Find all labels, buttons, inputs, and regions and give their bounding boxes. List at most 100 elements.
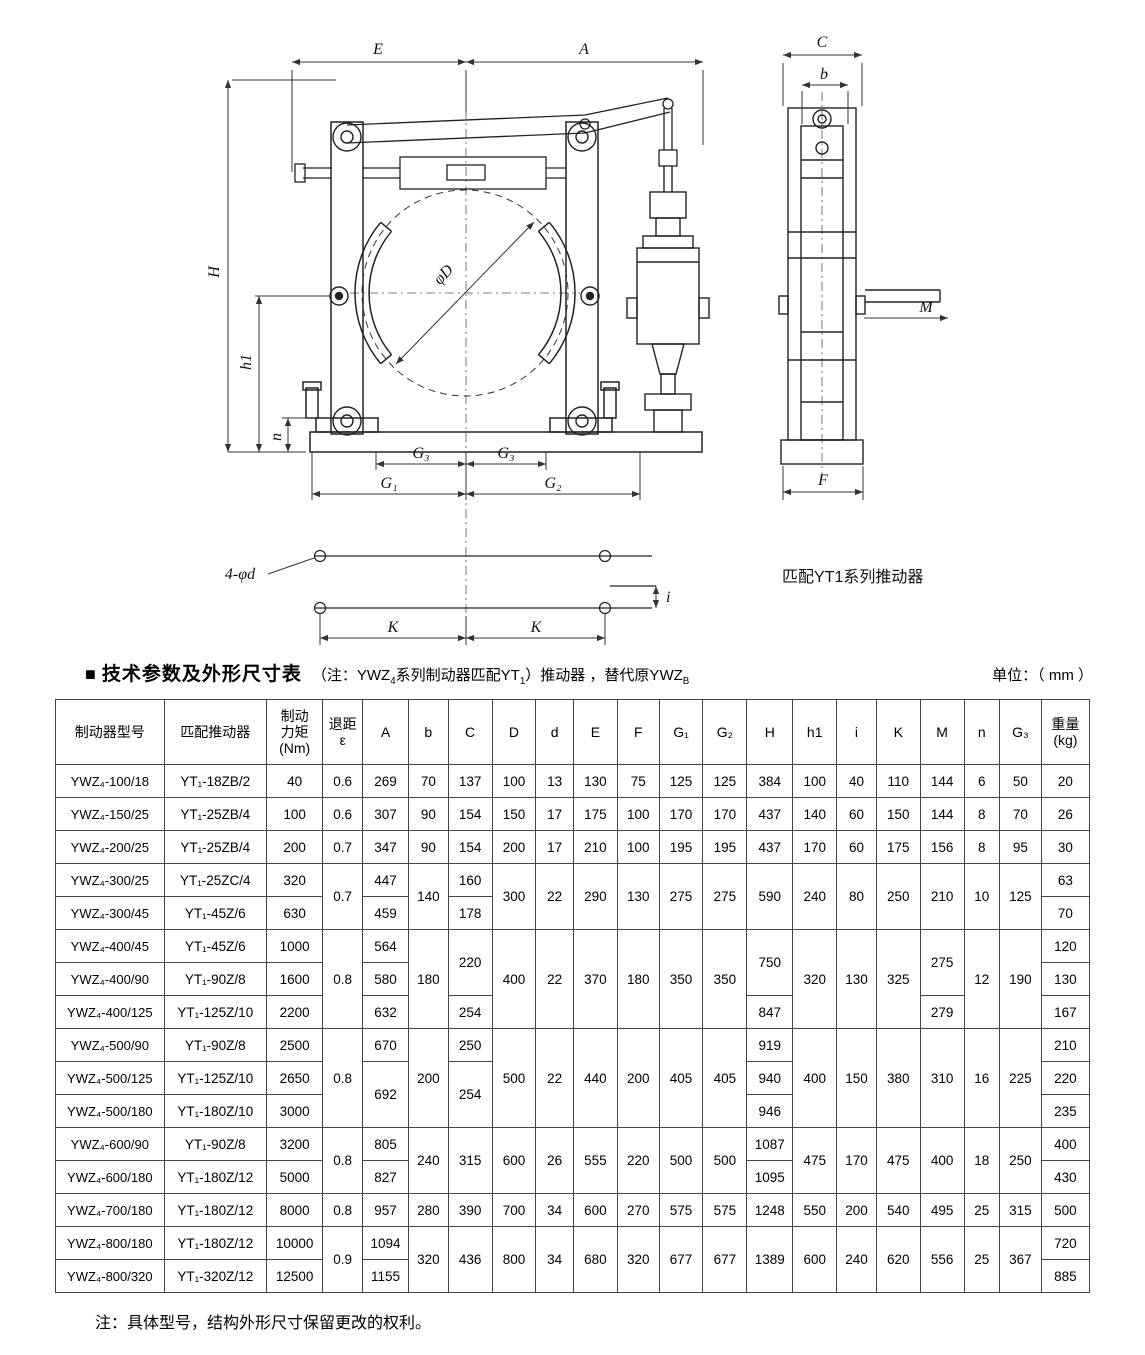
table-cell: 1000: [265, 929, 324, 963]
table-cell: 1094: [362, 1226, 409, 1260]
dim-label-n: n: [268, 433, 285, 441]
dim-label-h: H: [206, 265, 223, 279]
table-cell: 26: [535, 1127, 574, 1194]
dim-label-b: b: [820, 66, 828, 83]
table-cell: 22: [535, 929, 574, 1029]
table-cell: 170: [792, 830, 838, 864]
table-cell: 405: [658, 1028, 704, 1128]
table-cell: 1600: [265, 962, 324, 996]
table-cell: 100: [616, 797, 660, 831]
table-cell: 95: [999, 830, 1042, 864]
table-cell: 8: [963, 830, 1001, 864]
table-cell: 175: [875, 830, 921, 864]
table-cell: 140: [407, 863, 449, 930]
table-cell: 90: [407, 797, 449, 831]
mounting-hole-diagram: 4-φd K K i 匹配YT1系列推动器: [225, 549, 923, 645]
table-cell: 180: [616, 929, 660, 1029]
table-cell: 100: [616, 830, 660, 864]
column-header: b: [407, 699, 449, 765]
table-cell: 200: [265, 830, 324, 864]
table-cell: 25: [963, 1193, 1001, 1227]
table-cell: 475: [875, 1127, 921, 1194]
table-cell: 0.7: [322, 863, 364, 930]
side-dimensions: [782, 51, 948, 500]
table-cell: 250: [447, 1028, 493, 1062]
front-dimensions: [224, 58, 704, 500]
column-header: G₂: [702, 699, 748, 765]
table-cell: 320: [265, 863, 324, 897]
model-cell: YWZ₄-800/320: [55, 1259, 165, 1293]
table-cell: 1248: [746, 1193, 794, 1227]
table-cell: 20: [1040, 764, 1091, 798]
table-cell: 500: [702, 1127, 748, 1194]
table-cell: 154: [447, 797, 493, 831]
model-cell: YWZ₄-150/25: [55, 797, 165, 831]
table-cell: 315: [999, 1193, 1042, 1227]
table-cell: 805: [362, 1127, 409, 1161]
dim-label-e: E: [372, 41, 383, 58]
table-cell: YT₁-25ZB/4: [163, 830, 267, 864]
table-cell: 437: [746, 797, 794, 831]
table-cell: 8000: [265, 1193, 324, 1227]
table-cell: 540: [875, 1193, 921, 1227]
table-cell: 140: [792, 797, 838, 831]
table-cell: 279: [919, 995, 965, 1029]
table-cell: 436: [447, 1226, 493, 1293]
title-square-marker: ■: [85, 664, 96, 684]
table-cell: 390: [447, 1193, 493, 1227]
dim-label-c: C: [817, 34, 828, 51]
table-cell: 130: [572, 764, 618, 798]
table-cell: 575: [702, 1193, 748, 1227]
page-title: 技术参数及外形尺寸表: [101, 664, 302, 685]
dim-label-g3-right: G₃: [497, 445, 514, 462]
footer-note: 注：具体型号，结构外形尺寸保留更改的权利。: [95, 1315, 432, 1332]
column-header: C: [447, 699, 493, 765]
table-cell: 957: [362, 1193, 409, 1227]
note-text: ）推动器 ，替代原YWZ: [525, 667, 683, 684]
table-cell: 1389: [746, 1226, 794, 1293]
table-cell: 459: [362, 896, 409, 930]
column-header: 制动 力矩 (Nm): [265, 699, 324, 765]
holes-count-label: 4-φd: [225, 566, 256, 583]
dim-label-g3-left: G₃: [412, 445, 429, 462]
table-cell: 125: [999, 863, 1042, 930]
table-cell: 40: [265, 764, 324, 798]
table-cell: 1155: [362, 1259, 409, 1293]
table-cell: 63: [1040, 863, 1091, 897]
column-header: h1: [792, 699, 838, 765]
table-cell: YT₁-180Z/10: [163, 1094, 267, 1128]
column-header: M: [919, 699, 965, 765]
table-cell: 190: [999, 929, 1042, 1029]
table-cell: 670: [362, 1028, 409, 1062]
table-cell: 556: [919, 1226, 965, 1293]
table-cell: 60: [836, 830, 877, 864]
table-cell: 240: [836, 1226, 877, 1293]
table-cell: 370: [572, 929, 618, 1029]
dim-label-k-left: K: [387, 619, 400, 636]
table-cell: 350: [702, 929, 748, 1029]
thruster-match-caption: 匹配YT1系列推动器: [782, 568, 923, 586]
table-cell: 70: [407, 764, 449, 798]
table-cell: 210: [572, 830, 618, 864]
table-cell: YT₁-45Z/6: [163, 929, 267, 963]
table-cell: 384: [746, 764, 794, 798]
table-cell: 600: [792, 1226, 838, 1293]
table-cell: 110: [875, 764, 921, 798]
table-cell: 156: [919, 830, 965, 864]
thruster: [626, 166, 710, 433]
table-cell: 22: [535, 1028, 574, 1128]
table-cell: YT₁-180Z/12: [163, 1226, 267, 1260]
column-header: E: [572, 699, 618, 765]
table-cell: 400: [1040, 1127, 1091, 1161]
table-cell: 167: [1040, 995, 1091, 1029]
column-header: K: [875, 699, 921, 765]
model-cell: YWZ₄-300/45: [55, 896, 165, 930]
table-cell: 125: [702, 764, 748, 798]
table-cell: 290: [572, 863, 618, 930]
